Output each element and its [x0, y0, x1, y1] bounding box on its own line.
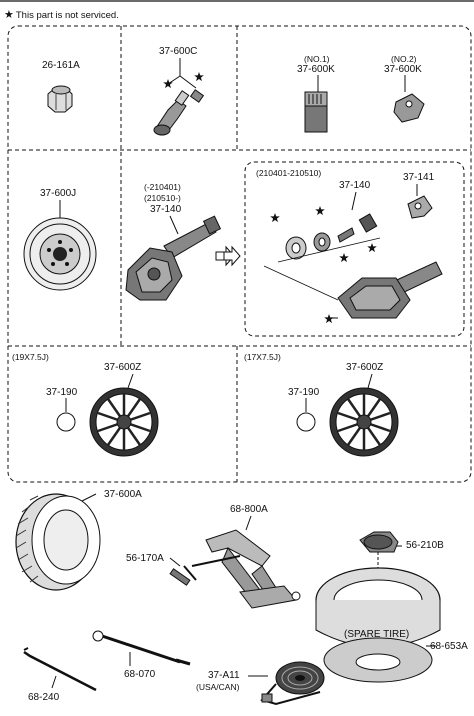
- label-37-a11: 37-A11: [208, 670, 240, 681]
- tpms-sensor-left: [125, 215, 222, 301]
- label-56-210b: 56-210B: [406, 540, 444, 551]
- label-26-161a: 26-161A: [42, 60, 80, 71]
- label-37-190-17: 37-190: [288, 387, 320, 398]
- jack-handle: [169, 557, 197, 586]
- tpms-exploded-parts: [263, 184, 443, 319]
- star-icon: ★: [4, 9, 14, 21]
- label-37-140-right: 37-140: [339, 180, 371, 191]
- label-68-240: 68-240: [28, 692, 60, 703]
- label-37-140-left: 37-140: [150, 204, 182, 215]
- double-arrow-icon: [215, 245, 241, 267]
- label-no2: (NO.2): [391, 54, 417, 64]
- label-37-600j: 37-600J: [40, 188, 77, 199]
- variant-box: [244, 161, 465, 337]
- lug-nut: [47, 85, 73, 113]
- label-spare-tire: (SPARE TIRE): [344, 629, 410, 640]
- alloy-wheel-19: [56, 373, 159, 457]
- spare-tire-assembly: [315, 531, 441, 683]
- hook-tool: [23, 647, 97, 692]
- label-37-600k-no1: 37-600K: [297, 64, 335, 75]
- label-68-070: 68-070: [124, 669, 156, 680]
- label-37-190-19: 37-190: [46, 387, 78, 398]
- label-range-b: (210401-210510): [256, 168, 322, 178]
- label-size-19: (19X7.5J): [12, 352, 49, 362]
- label-range-a2: (210510-): [144, 193, 181, 203]
- service-note-text: This part is not serviced.: [15, 10, 119, 21]
- label-37-141: 37-141: [403, 172, 435, 183]
- alloy-wheel-17: [296, 373, 399, 457]
- label-68-800a: 68-800A: [230, 504, 268, 515]
- label-size-17: (17X7.5J): [244, 352, 281, 362]
- label-37-600a: 37-600A: [104, 489, 142, 500]
- label-no1: (NO.1): [304, 54, 330, 64]
- label-range-a1: (-210401): [144, 182, 181, 192]
- label-37-600z-19: 37-600Z: [104, 362, 142, 373]
- lug-wrench: [92, 630, 191, 666]
- tie-strap: [248, 661, 325, 706]
- label-37-600z-17: 37-600Z: [346, 362, 384, 373]
- sensor-part-no2: [393, 75, 425, 123]
- scissor-jack: [191, 515, 301, 609]
- service-note: ★This part is not serviced.: [4, 8, 119, 21]
- tire: [15, 493, 101, 591]
- label-37-600c: 37-600C: [159, 46, 198, 57]
- label-68-653a: 68-653A: [430, 641, 468, 652]
- spare-wheel-j: [23, 200, 97, 291]
- label-56-170a: 56-170A: [126, 553, 164, 564]
- label-usa-can: (USA/CAN): [196, 682, 240, 692]
- sensor-part-no1: [304, 75, 328, 133]
- valve-stem: [153, 58, 205, 136]
- label-37-600k-no2: 37-600K: [384, 64, 422, 75]
